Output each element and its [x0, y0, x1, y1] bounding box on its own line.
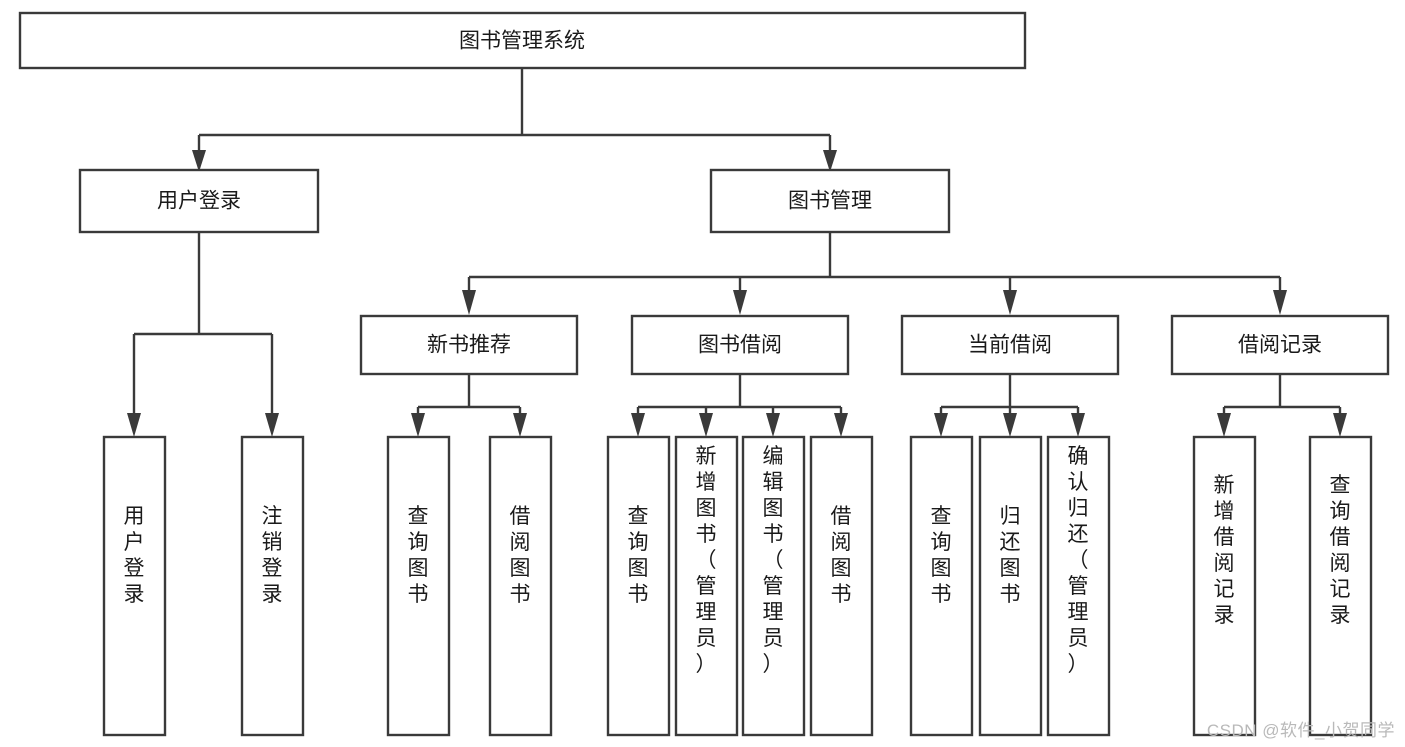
- node-leaf-query-record-box[interactable]: [1308, 435, 1373, 737]
- node-record-box[interactable]: [1170, 314, 1390, 376]
- node-leaf-logout-label: 注销登录: [262, 505, 283, 606]
- node-leaf-logout-box[interactable]: [240, 435, 305, 737]
- node-leaf-query-book-1-box[interactable]: [386, 435, 451, 737]
- node-leaf-query-record-label: 查询借阅记录: [1330, 474, 1351, 627]
- node-leaf-confirm-return-box[interactable]: [1046, 435, 1111, 737]
- node-leaf-query-book-2-label: 查询图书: [628, 505, 649, 606]
- node-leaf-borrow-book-2[interactable]: 借阅图书: [809, 435, 874, 737]
- node-current-label: 当前借阅: [968, 334, 1052, 357]
- node-root-box[interactable]: [18, 11, 1027, 70]
- node-current-box[interactable]: [900, 314, 1120, 376]
- arrowhead-leaf-user-login: [127, 413, 141, 437]
- node-leaf-add-book-box[interactable]: [674, 435, 739, 737]
- node-leaf-query-book-1-label: 查询图书: [408, 505, 429, 606]
- node-leaf-return-book[interactable]: 归还图书: [978, 435, 1043, 737]
- node-leaf-edit-book-label: 编辑图书（管理员）: [763, 445, 784, 676]
- arrowhead-leaf-query-book-2: [631, 413, 645, 437]
- node-current[interactable]: 当前借阅: [900, 314, 1120, 376]
- arrowhead-bookmgmt: [823, 150, 837, 172]
- node-record[interactable]: 借阅记录: [1170, 314, 1390, 376]
- node-bookmgmt-label: 图书管理: [788, 190, 872, 213]
- arrowhead-leaf-borrow-book-1: [513, 413, 527, 437]
- node-leaf-confirm-return[interactable]: 确认归还（管理员）: [1046, 435, 1111, 737]
- node-root[interactable]: 图书管理系统: [18, 11, 1027, 70]
- node-login-label: 用户登录: [157, 190, 241, 213]
- node-leaf-borrow-book-1[interactable]: 借阅图书: [488, 435, 553, 737]
- arrowhead-leaf-return-book: [1003, 413, 1017, 437]
- node-newbook-box[interactable]: [359, 314, 579, 376]
- node-leaf-user-login-box[interactable]: [102, 435, 167, 737]
- node-leaf-logout[interactable]: 注销登录: [240, 435, 305, 737]
- node-borrow-label: 图书借阅: [698, 334, 782, 357]
- arrowhead-leaf-query-book-3: [934, 413, 948, 437]
- node-borrow[interactable]: 图书借阅: [630, 314, 850, 376]
- arrowhead-borrow: [733, 290, 747, 315]
- node-borrow-box[interactable]: [630, 314, 850, 376]
- node-leaf-add-book[interactable]: 新增图书（管理员）: [674, 435, 739, 737]
- node-leaf-add-book-label: 新增图书（管理员）: [696, 445, 717, 676]
- node-leaf-query-book-3-box[interactable]: [909, 435, 974, 737]
- node-leaf-borrow-book-1-label: 借阅图书: [510, 505, 531, 606]
- arrowhead-newbook: [462, 290, 476, 315]
- node-leaf-user-login-label: 用户登录: [124, 505, 145, 606]
- node-leaf-edit-book-box[interactable]: [741, 435, 806, 737]
- arrowhead-record: [1273, 290, 1287, 315]
- arrowhead-leaf-borrow-book-2: [834, 413, 848, 437]
- arrowhead-current: [1003, 290, 1017, 315]
- node-bookmgmt[interactable]: 图书管理: [709, 168, 951, 234]
- arrowhead-leaf-edit-book: [766, 413, 780, 437]
- node-leaf-return-book-label: 归还图书: [1000, 505, 1021, 606]
- node-newbook[interactable]: 新书推荐: [359, 314, 579, 376]
- node-leaf-borrow-book-2-box[interactable]: [809, 435, 874, 737]
- node-leaf-query-book-1[interactable]: 查询图书: [386, 435, 451, 737]
- node-login[interactable]: 用户登录: [78, 168, 320, 234]
- node-leaf-query-book-3-label: 查询图书: [931, 505, 952, 606]
- node-leaf-add-record-box[interactable]: [1192, 435, 1257, 737]
- arrowhead-leaf-query-record: [1333, 413, 1347, 437]
- node-leaf-query-book-2[interactable]: 查询图书: [606, 435, 671, 737]
- node-leaf-borrow-book-2-label: 借阅图书: [831, 505, 852, 606]
- arrowhead-leaf-query-book-1: [411, 413, 425, 437]
- node-leaf-user-login[interactable]: 用户登录: [102, 435, 167, 737]
- arrowhead-leaf-add-book: [699, 413, 713, 437]
- node-leaf-query-book-2-box[interactable]: [606, 435, 671, 737]
- arrowhead-leaf-confirm-return: [1071, 413, 1085, 437]
- connector-layer: [127, 68, 1347, 437]
- node-leaf-query-record[interactable]: 查询借阅记录: [1308, 435, 1373, 737]
- node-newbook-label: 新书推荐: [427, 334, 511, 357]
- node-bookmgmt-box[interactable]: [709, 168, 951, 234]
- node-leaf-query-book-3[interactable]: 查询图书: [909, 435, 974, 737]
- node-leaf-return-book-box[interactable]: [978, 435, 1043, 737]
- node-root-label: 图书管理系统: [459, 30, 585, 53]
- node-leaf-add-record-label: 新增借阅记录: [1214, 474, 1235, 627]
- node-leaf-borrow-book-1-box[interactable]: [488, 435, 553, 737]
- node-record-label: 借阅记录: [1238, 334, 1322, 357]
- node-leaf-edit-book[interactable]: 编辑图书（管理员）: [741, 435, 806, 737]
- arrowhead-leaf-add-record: [1217, 413, 1231, 437]
- node-leaf-confirm-return-label: 确认归还（管理员）: [1068, 445, 1089, 676]
- arrowhead-leaf-logout: [265, 413, 279, 437]
- node-leaf-add-record[interactable]: 新增借阅记录: [1192, 435, 1257, 737]
- node-login-box[interactable]: [78, 168, 320, 234]
- arrowhead-login: [192, 150, 206, 172]
